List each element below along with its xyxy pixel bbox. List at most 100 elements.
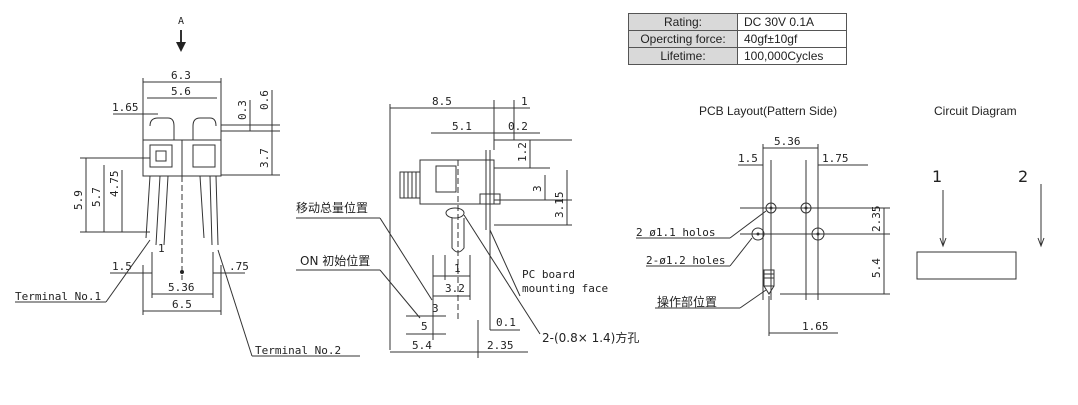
dim-label: 0.1 [496,316,516,329]
side-view: 8.5 1 5.1 0.2 1.2 3 3.15 [296,95,639,358]
slot-label: 2-(0.8× 1.4)方孔 [542,330,639,345]
mounting-plate [485,150,491,330]
dim-label: 6.5 [172,298,192,311]
dim-label: 3.7 [258,148,271,168]
on-start-label: ON 初始位置 [300,253,370,268]
circuit-diagram: 1 2 [916,167,1045,280]
view-a-arrow-icon [176,42,186,52]
leader-line [729,210,767,239]
switch-body-side [419,159,495,205]
dim-label: 3.15 [553,192,566,219]
spec-row: Rating: DC 30V 0.1A [628,13,847,31]
actuator-window [149,144,173,168]
pcb-layout: 5.36 1.5 1.75 2.35 5.4 2 ø1.1 holos 2-ø1… [636,135,890,336]
holes-12-label: 2-ø1.2 holes [646,254,725,267]
mounting-face-label: mounting face [522,282,608,295]
leader-line [739,289,767,309]
operate-marker-tip [763,285,775,295]
terminal-leg [199,175,219,246]
dim-label: 1.5 [112,260,132,273]
dim-label: 3 [432,302,439,315]
dim-label: 1.65 [112,101,139,114]
pin-label: 1 [158,242,165,255]
dim-label: 5.36 [774,135,801,148]
hole-center [804,206,808,210]
actuator-lever [399,171,421,199]
spec-label: Rating: [628,13,738,31]
pcb-layout-title: PCB Layout(Pattern Side) [699,104,838,118]
total-travel-label: 移动总量位置 [296,200,368,215]
dim-label: 0.6 [258,90,271,110]
leader-line [105,239,151,303]
spec-value: DC 30V 0.1A [737,13,847,31]
slot-hole [445,207,465,219]
circuit-arrow-icon [1037,237,1045,248]
dim-label: 1.2 [516,142,529,162]
holes-11-label: 2 ø1.1 holos [636,226,715,239]
top-lug [192,117,217,140]
circuit-terminal-2: 2 [1018,167,1028,186]
dim-label: 1 [521,95,528,108]
spec-value: 100,000Cycles [737,47,847,65]
leader-line [379,269,421,319]
dim-label: 0.2 [508,120,528,133]
dim-label: 5.4 [412,339,432,352]
spec-row: Lifetime: 100,000Cycles [628,47,847,65]
dim-label: 5.4 [870,258,883,278]
dim-label: 3 [531,185,544,192]
dim-label: 5.36 [168,281,195,294]
dim-label: 8.5 [432,95,452,108]
hole-11 [800,202,812,214]
actuator-knob [155,150,167,162]
terminal-leg [145,175,169,246]
circuit-switch-box [916,251,1017,280]
dim-label: 2.35 [487,339,514,352]
operate-pos-label: 操作部位置 [657,294,717,309]
dim-label: 4.75 [108,171,121,198]
dim-label: 5.9 [72,190,85,210]
top-lug [149,117,175,140]
hole-12 [811,227,825,241]
dim-label: 5 [421,320,428,333]
leader-line [463,214,541,335]
hole-center [769,206,773,210]
lever-ribs [403,172,417,198]
terminal-1-label: Terminal No.1 [15,290,101,303]
dim-label: 1.75 [822,152,849,165]
dim-label: 1.5 [738,152,758,165]
dim-label: 5.1 [452,120,472,133]
hole-center [816,232,820,236]
spec-table: Rating: DC 30V 0.1A Opercting force: 40g… [628,13,847,65]
pc-board-label: PC board [522,268,575,281]
spec-label: Lifetime: [628,47,738,65]
circuit-diagram-title: Circuit Diagram [934,104,1017,118]
leader-line [729,237,753,267]
circuit-terminal-1: 1 [932,167,942,186]
dim-label: 3.2 [445,282,465,295]
spec-row: Opercting force: 40gf±10gf [628,30,847,48]
hole-12 [751,227,765,241]
dim-label: 5.7 [90,187,103,207]
slider-window [435,165,457,193]
front-view: A 6.3 5.6 1.65 0.3 0.6 3.7 5.9 5.7 4.75 [15,16,360,357]
dim-label: 0.3 [236,100,249,120]
hole-11 [765,202,777,214]
dim-label: 1 [454,262,461,275]
dim-label: 1.65 [802,320,829,333]
side-window [192,144,216,168]
dim-label: 5.6 [171,85,191,98]
leader-line [379,217,433,301]
leader-line [217,249,253,357]
terminal-2-label: Terminal No.2 [255,344,341,357]
tab-bracket [479,193,501,205]
spec-label: Opercting force: [628,30,738,48]
operate-marker-lines [764,273,774,279]
dim-label: .75 [229,260,249,273]
center-mark [180,270,184,274]
dim-label: 6.3 [171,69,191,82]
hole-center [756,232,760,236]
leader-line [489,229,521,297]
dim-label: 2.35 [870,206,883,233]
circuit-arrow-icon [939,237,947,248]
